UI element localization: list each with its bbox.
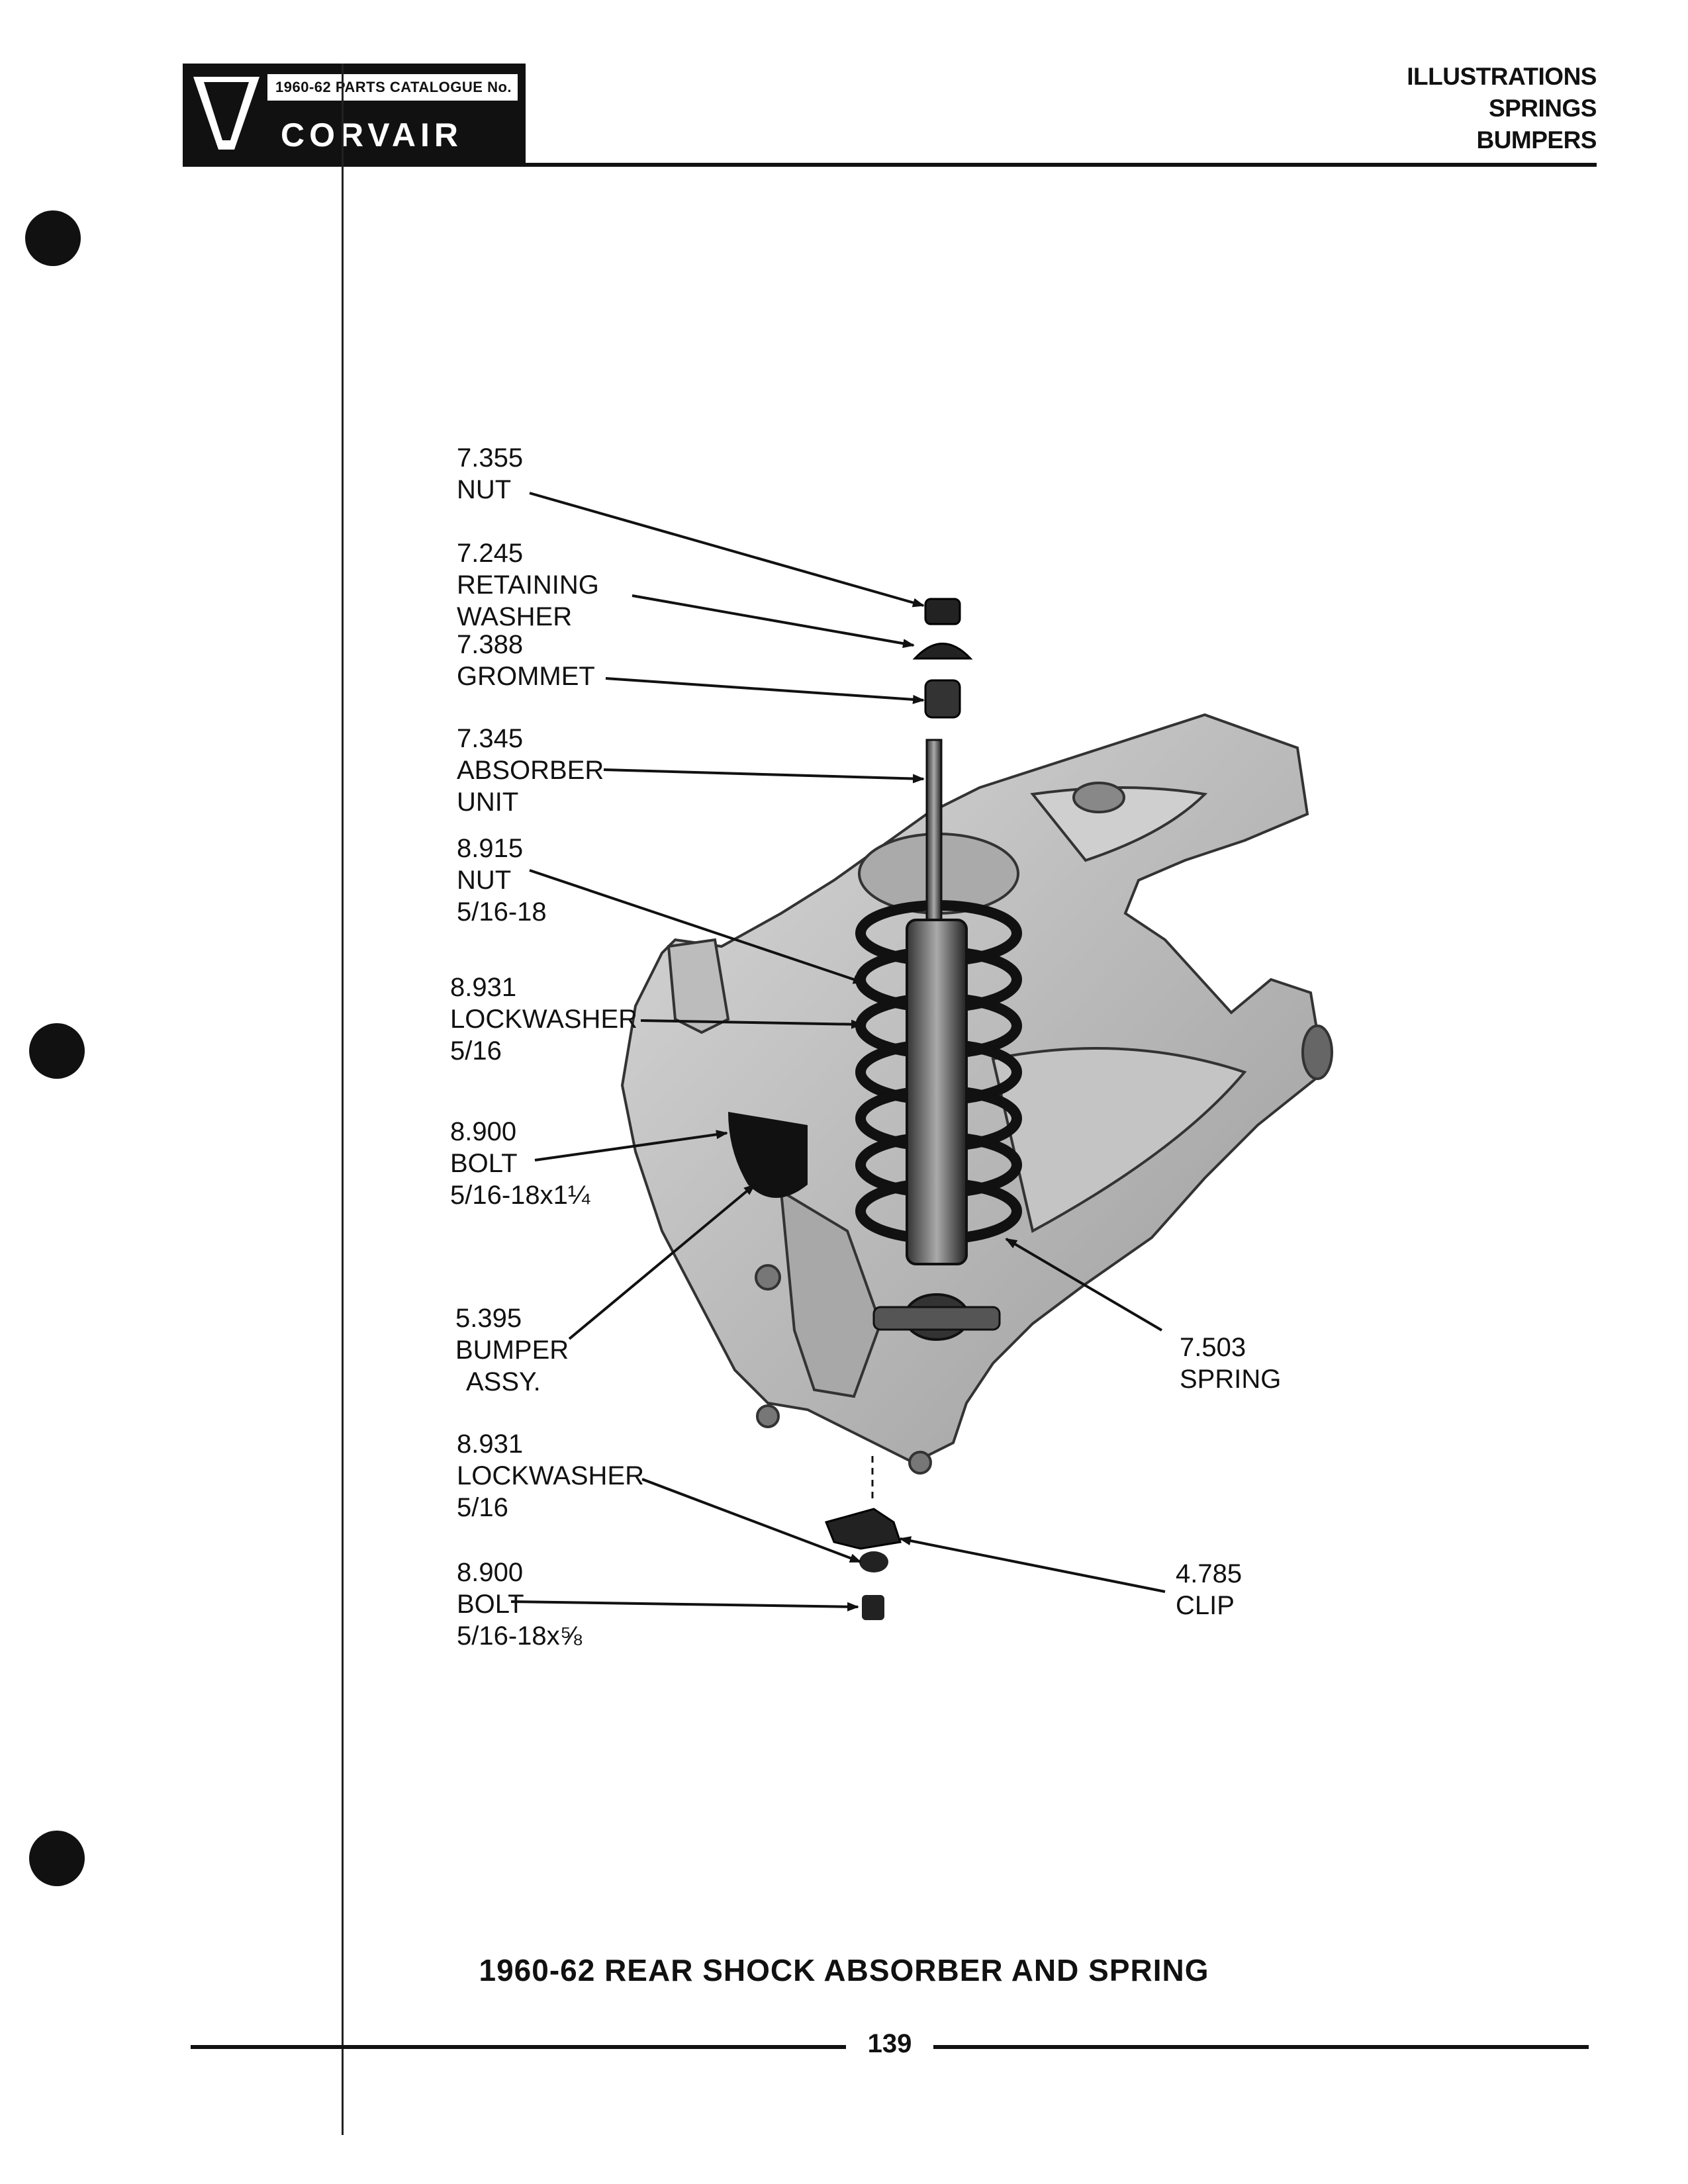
corvair-logo: 1960-62 PARTS CATALOGUE No. 621A CORVAIR: [183, 64, 526, 163]
part-name: GROMMET: [457, 662, 595, 691]
callout-grommet: 7.388 GROMMET: [457, 629, 595, 692]
part-spec: 5/16-18x⅝: [457, 1621, 583, 1651]
part-name: NUT: [457, 475, 512, 504]
part-spec: 5/16: [457, 1493, 508, 1522]
part-number: 8.931: [457, 1430, 524, 1459]
part-number: 7.245: [457, 539, 524, 568]
part-number: 8.900: [457, 1558, 524, 1587]
part-number: 8.931: [450, 973, 517, 1002]
figure-caption: 1960-62 REAR SHOCK ABSORBER AND SPRING: [479, 1953, 1209, 1987]
leader-lines: [510, 492, 1166, 1612]
catalogue-strip: 1960-62 PARTS CATALOGUE No. 621A: [267, 74, 518, 122]
callout-spring: 7.503 SPRING: [1180, 1332, 1281, 1395]
part-name: CLIP: [1176, 1591, 1235, 1620]
callout-lockwasher-upper: 8.931 LOCKWASHER 5/16: [450, 972, 637, 1067]
callout-bolt-upper: 8.900 BOLT 5/16-18x1¼: [450, 1116, 590, 1211]
part-name: BUMPER: [455, 1336, 569, 1365]
part-name: ABSORBER: [457, 756, 604, 785]
part-name-line2: WASHER: [457, 602, 573, 631]
part-spec: 5/16: [450, 1036, 502, 1066]
shock-absorber: [872, 739, 1001, 1341]
part-name: LOCKWASHER: [450, 1005, 638, 1034]
header-rule: [183, 163, 1597, 167]
section-line-springs: SPRINGS: [1488, 95, 1597, 122]
part-number: 7.388: [457, 630, 524, 659]
rubber-bumper: [728, 1112, 808, 1198]
part-number: 7.355: [457, 443, 524, 473]
part-name: RETAINING: [457, 570, 599, 600]
section-heading: ILLUSTRATIONS SPRINGS BUMPERS: [1407, 61, 1597, 156]
part-name: BOLT: [457, 1590, 524, 1619]
page-number: 139: [867, 2029, 912, 2058]
part-name: LOCKWASHER: [457, 1461, 645, 1490]
logo-emblem: [193, 77, 259, 150]
part-number: 8.900: [450, 1117, 517, 1146]
part-number: 7.345: [457, 724, 524, 753]
part-number: 5.395: [455, 1304, 522, 1333]
part-spec: 5/16-18: [457, 897, 547, 927]
part-spec: 5/16-18x1¼: [450, 1181, 590, 1210]
bottom-hardware: [824, 1456, 902, 1620]
callout-clip: 4.785 CLIP: [1176, 1558, 1242, 1621]
callout-bumper-assy: 5.395 BUMPER ASSY.: [455, 1302, 569, 1398]
top-hardware: [912, 598, 973, 719]
footer-rule-left: [191, 2045, 846, 2049]
part-number: 7.503: [1180, 1333, 1246, 1362]
part-name-line2: ASSY.: [466, 1367, 541, 1396]
callout-bolt-lower: 8.900 BOLT 5/16-18x⅝: [457, 1557, 582, 1652]
callout-lockwasher-lower: 8.931 LOCKWASHER 5/16: [457, 1428, 644, 1524]
punch-hole-bottom: [29, 1831, 85, 1886]
footer-rule-right: [933, 2045, 1589, 2049]
callout-nut-top: 7.355 NUT: [457, 442, 523, 506]
part-number: 4.785: [1176, 1559, 1243, 1588]
punch-hole-middle: [29, 1023, 85, 1079]
part-number: 8.915: [457, 834, 524, 863]
callout-nut-upper: 8.915 NUT 5/16-18: [457, 833, 547, 928]
part-name: SPRING: [1180, 1365, 1282, 1394]
part-name: BOLT: [450, 1149, 518, 1178]
callout-retaining-washer: 7.245 RETAINING WASHER: [457, 537, 599, 633]
section-line-illustrations: ILLUSTRATIONS: [1407, 63, 1597, 90]
part-name: NUT: [457, 866, 512, 895]
margin-line: [342, 64, 344, 2135]
callout-absorber-unit: 7.345 ABSORBER UNIT: [457, 723, 604, 818]
section-line-bumpers: BUMPERS: [1476, 126, 1597, 154]
brand-name: CORVAIR: [281, 116, 463, 154]
part-name-line2: UNIT: [457, 788, 519, 817]
punch-hole-top: [25, 210, 81, 266]
